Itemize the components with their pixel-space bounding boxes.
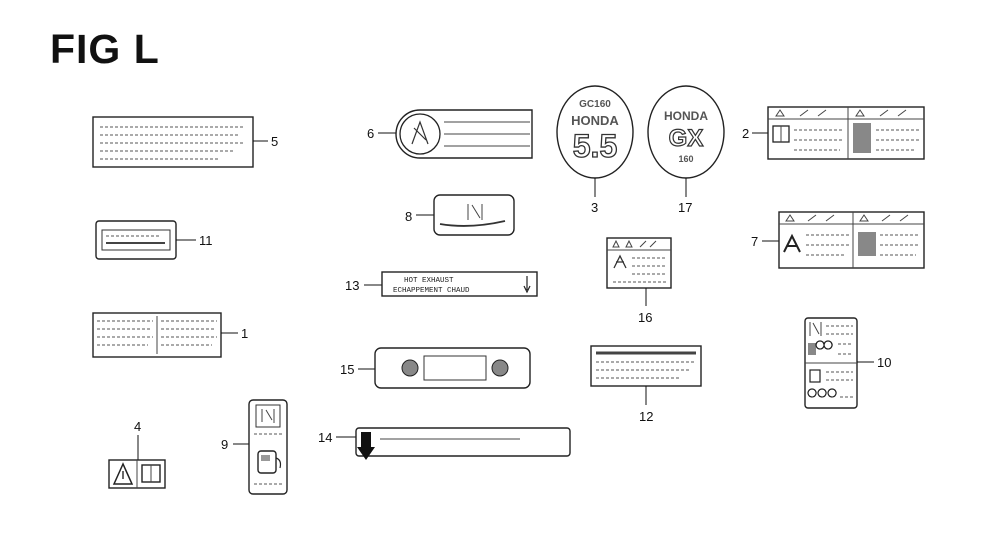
part-number-16: 16 xyxy=(638,310,652,325)
label-part-6[interactable] xyxy=(378,109,533,159)
emblem-brand-text: HONDA xyxy=(571,113,619,128)
part-number-10: 10 xyxy=(877,355,891,370)
part-number-2: 2 xyxy=(742,126,749,141)
label-part-1[interactable] xyxy=(92,312,238,358)
label-part-14[interactable] xyxy=(336,427,571,460)
label-part-10[interactable] xyxy=(804,317,874,409)
manual-book-icon xyxy=(772,125,790,143)
part-number-4: 4 xyxy=(134,419,141,434)
emblem-size-text: 5.5 xyxy=(573,128,617,164)
choke-symbol-icon xyxy=(815,340,833,350)
part-number-8: 8 xyxy=(405,209,412,224)
label-part-5[interactable] xyxy=(92,116,268,168)
fuel-can-icon xyxy=(257,450,282,474)
warning-triangle-icon xyxy=(112,462,134,485)
emblem-model-text: GX xyxy=(669,125,704,152)
on-off-symbol-icon xyxy=(807,388,837,398)
part-number-14: 14 xyxy=(318,430,332,445)
exhaust-warning-line2: ECHAPPEMENT CHAUD xyxy=(393,287,470,295)
figure-title: FIG L xyxy=(50,26,160,72)
label-part-12[interactable] xyxy=(590,345,702,405)
part-number-15: 15 xyxy=(340,362,354,377)
part-number-11: 11 xyxy=(199,233,213,248)
part-number-12: 12 xyxy=(639,409,653,424)
label-part-2[interactable] xyxy=(752,106,925,160)
emblem-part-3[interactable]: GC160 HONDA 5.5 xyxy=(556,85,634,197)
part-number-7: 7 xyxy=(751,234,758,249)
hazard-pictogram-icon xyxy=(853,123,871,153)
label-part-13[interactable]: HOT EXHAUST ECHAPPEMENT CHAUD xyxy=(364,271,538,297)
fire-warning-icon xyxy=(411,120,429,145)
part-number-9: 9 xyxy=(221,437,228,452)
arrow-down-icon xyxy=(523,276,531,294)
choke-icon xyxy=(808,343,816,355)
part-number-13: 13 xyxy=(345,278,359,293)
part-number-5: 5 xyxy=(271,134,278,149)
part-number-6: 6 xyxy=(367,126,374,141)
label-part-7[interactable] xyxy=(762,211,925,269)
label-part-4[interactable] xyxy=(108,435,166,489)
label-part-8[interactable] xyxy=(416,194,515,236)
emblem-part-17[interactable]: HONDA GX 160 xyxy=(647,85,725,197)
label-part-16[interactable] xyxy=(606,237,672,306)
fuel-can-icon xyxy=(809,369,821,383)
exhaust-warning-line1: HOT EXHAUST xyxy=(404,277,454,285)
emblem-model-text: GC160 xyxy=(579,99,611,110)
manual-book-icon xyxy=(141,464,161,483)
hazard-pictogram-icon xyxy=(858,232,876,256)
arrow-down-icon xyxy=(357,432,375,460)
emblem-sub-text: 160 xyxy=(678,154,693,164)
label-part-9[interactable] xyxy=(233,399,288,495)
label-part-15[interactable] xyxy=(358,347,531,389)
part-number-3: 3 xyxy=(591,200,598,215)
label-part-11[interactable] xyxy=(95,220,196,260)
emblem-brand-text: HONDA xyxy=(664,109,708,123)
part-number-17: 17 xyxy=(678,200,692,215)
part-number-1: 1 xyxy=(241,326,248,341)
fire-warning-icon xyxy=(783,233,801,253)
fire-warning-icon xyxy=(613,254,627,269)
